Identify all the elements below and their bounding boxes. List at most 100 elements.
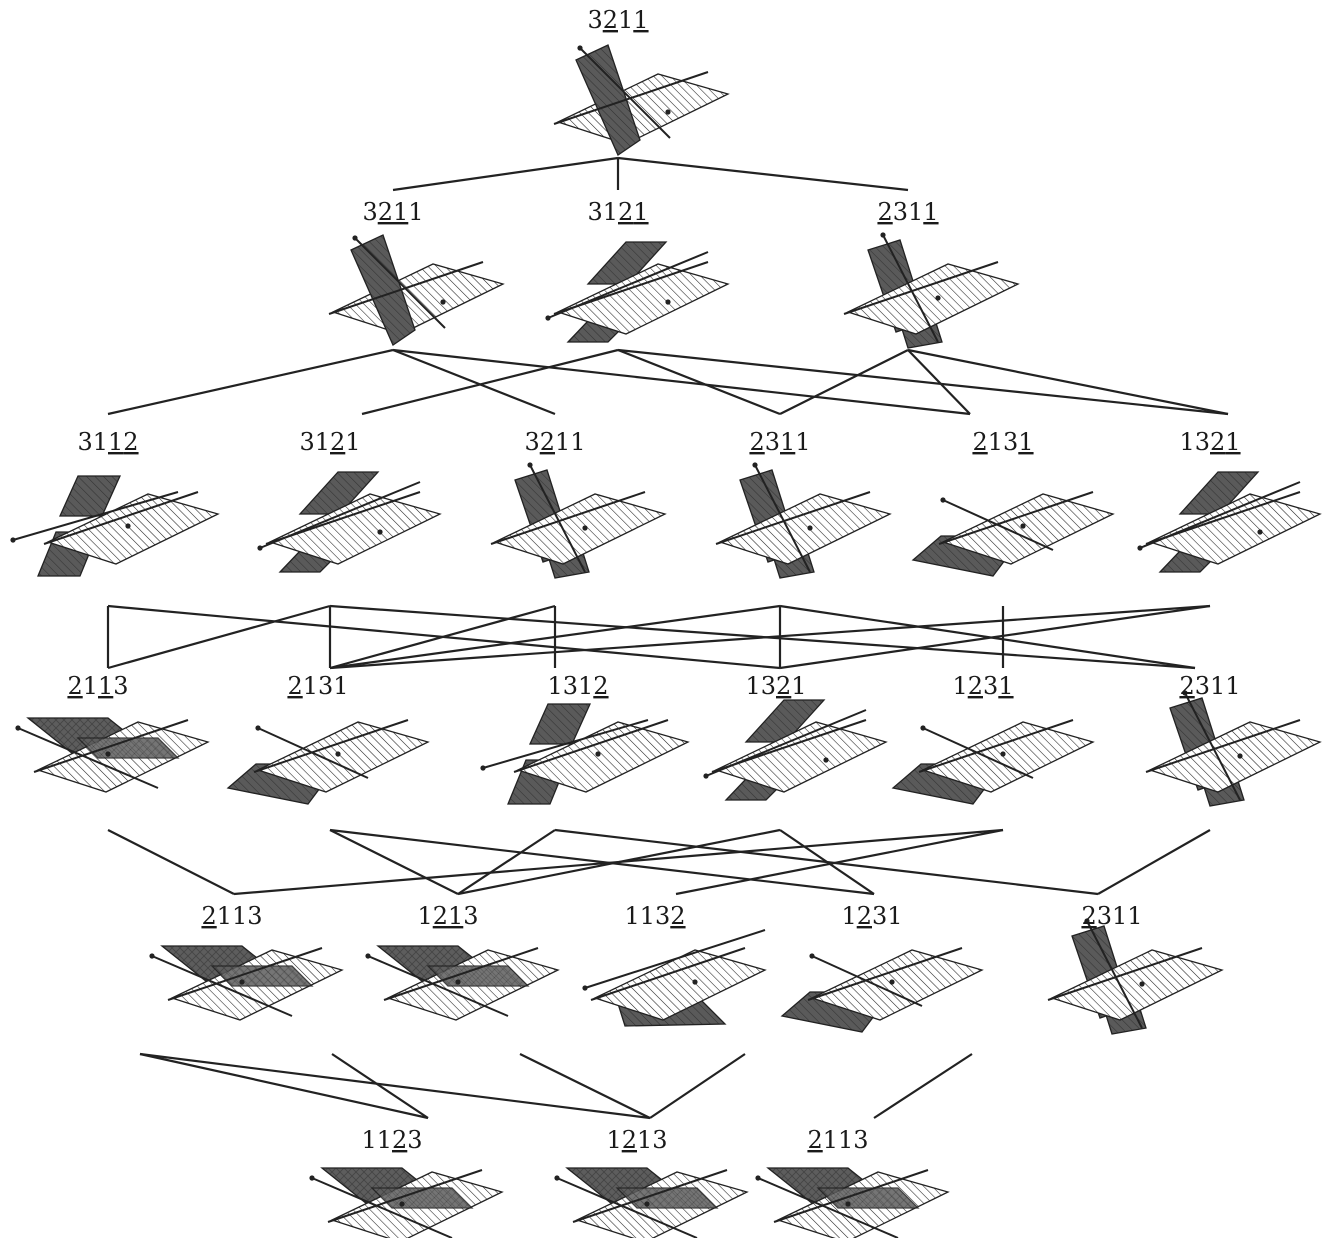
- cover-edge: [233, 828, 1004, 896]
- endpoint-dot: [1137, 545, 1143, 551]
- node-label: 3112: [77, 428, 138, 456]
- label-digit: 1: [448, 902, 463, 930]
- label-digit: 1: [108, 428, 123, 456]
- light-plane: [331, 263, 505, 335]
- axis-line: [33, 719, 189, 773]
- center-dot: [335, 751, 341, 757]
- cover-edge: [617, 348, 781, 416]
- node-label: 1132: [624, 902, 685, 930]
- node-label: 1312: [547, 672, 608, 700]
- intersection-line: [705, 709, 867, 777]
- node-label: 3211: [362, 198, 423, 226]
- label-digit: 1: [618, 6, 633, 34]
- node-label: 1321: [745, 672, 806, 700]
- node-figure: [149, 945, 344, 1021]
- light-plane: [256, 721, 430, 793]
- light-plane: [593, 949, 767, 1021]
- node-figure: [480, 703, 690, 805]
- center-dot: [377, 529, 383, 535]
- endpoint-dot: [480, 765, 486, 771]
- cover-edge: [361, 348, 619, 416]
- label-digit: 2: [330, 428, 345, 456]
- label-digit: 2: [603, 6, 618, 34]
- label-digit: 2: [877, 198, 892, 226]
- label-digit: 2: [67, 672, 82, 700]
- endpoint-dot: [545, 315, 551, 321]
- node-figure: [15, 717, 210, 793]
- axis-line: [715, 491, 871, 545]
- label-digit: 3: [407, 1126, 422, 1154]
- label-digit: 1: [923, 198, 938, 226]
- axis-line: [1145, 719, 1301, 773]
- dark-plane: [575, 44, 641, 156]
- endpoint-dot: [365, 953, 371, 959]
- intersection-line: [259, 481, 421, 549]
- node-label: 1321: [1179, 428, 1240, 456]
- label-digit: 3: [983, 672, 998, 700]
- label-digit: 1: [393, 198, 408, 226]
- node-label: 3211: [587, 6, 648, 34]
- label-digit: 1: [570, 428, 585, 456]
- intersection-line: [482, 719, 649, 769]
- axis-line: [513, 719, 669, 773]
- cover-edge: [457, 829, 556, 895]
- label-digit: 2: [540, 428, 555, 456]
- label-digit: 1: [998, 672, 1013, 700]
- node-label: 2311: [749, 428, 810, 456]
- label-digit: 3: [853, 1126, 868, 1154]
- center-dot: [1139, 981, 1145, 987]
- label-digit: 1: [303, 672, 318, 700]
- label-digit: 1: [780, 428, 795, 456]
- node-figure: [1145, 690, 1322, 807]
- label-digit: 1: [624, 902, 639, 930]
- label-digit: 1: [555, 428, 570, 456]
- label-digit: 2: [201, 902, 216, 930]
- node-figure: [780, 947, 984, 1033]
- endpoint-dot: [15, 725, 21, 731]
- endpoint-dot: [255, 725, 261, 731]
- node-label: 2113: [67, 672, 128, 700]
- center-dot: [1020, 523, 1026, 529]
- intersection-line: [354, 237, 446, 329]
- light-plane: [556, 73, 730, 145]
- overlap-plane: [816, 1187, 920, 1209]
- axis-line: [490, 491, 646, 545]
- label-digit: 1: [823, 1126, 838, 1154]
- endpoint-dot: [257, 545, 263, 551]
- node-figure: [554, 1167, 749, 1238]
- cover-edge: [329, 829, 459, 895]
- light-plane: [268, 493, 442, 565]
- center-dot: [644, 1201, 650, 1207]
- center-dot: [1000, 751, 1006, 757]
- light-plane: [941, 493, 1115, 565]
- label-digit: 1: [1179, 428, 1194, 456]
- node-figure: [365, 945, 560, 1021]
- axis-line: [43, 491, 199, 545]
- intersection-line: [367, 955, 509, 1017]
- light-plane: [1148, 721, 1322, 793]
- label-digit: 3: [524, 428, 539, 456]
- label-digit: 1: [952, 672, 967, 700]
- cover-edge: [107, 604, 331, 670]
- center-dot: [889, 979, 895, 985]
- center-dot: [1257, 529, 1263, 535]
- center-dot: [595, 751, 601, 757]
- node-label: 3211: [524, 428, 585, 456]
- label-digit: 2: [287, 672, 302, 700]
- overlap-plane: [210, 965, 314, 987]
- cover-edge: [139, 1052, 429, 1120]
- node-figure: [582, 929, 767, 1027]
- label-digit: 1: [315, 428, 330, 456]
- cover-edge: [675, 828, 1004, 896]
- endpoint-dot: [920, 725, 926, 731]
- label-digit: 1: [217, 902, 232, 930]
- cover-edge: [779, 829, 875, 895]
- node-label: 3121: [299, 428, 360, 456]
- node-figure: [1137, 471, 1322, 573]
- light-plane: [846, 263, 1020, 335]
- label-digit: 1: [345, 428, 360, 456]
- label-digit: 3: [463, 902, 478, 930]
- label-digit: 3: [587, 6, 602, 34]
- label-digit: 2: [618, 198, 633, 226]
